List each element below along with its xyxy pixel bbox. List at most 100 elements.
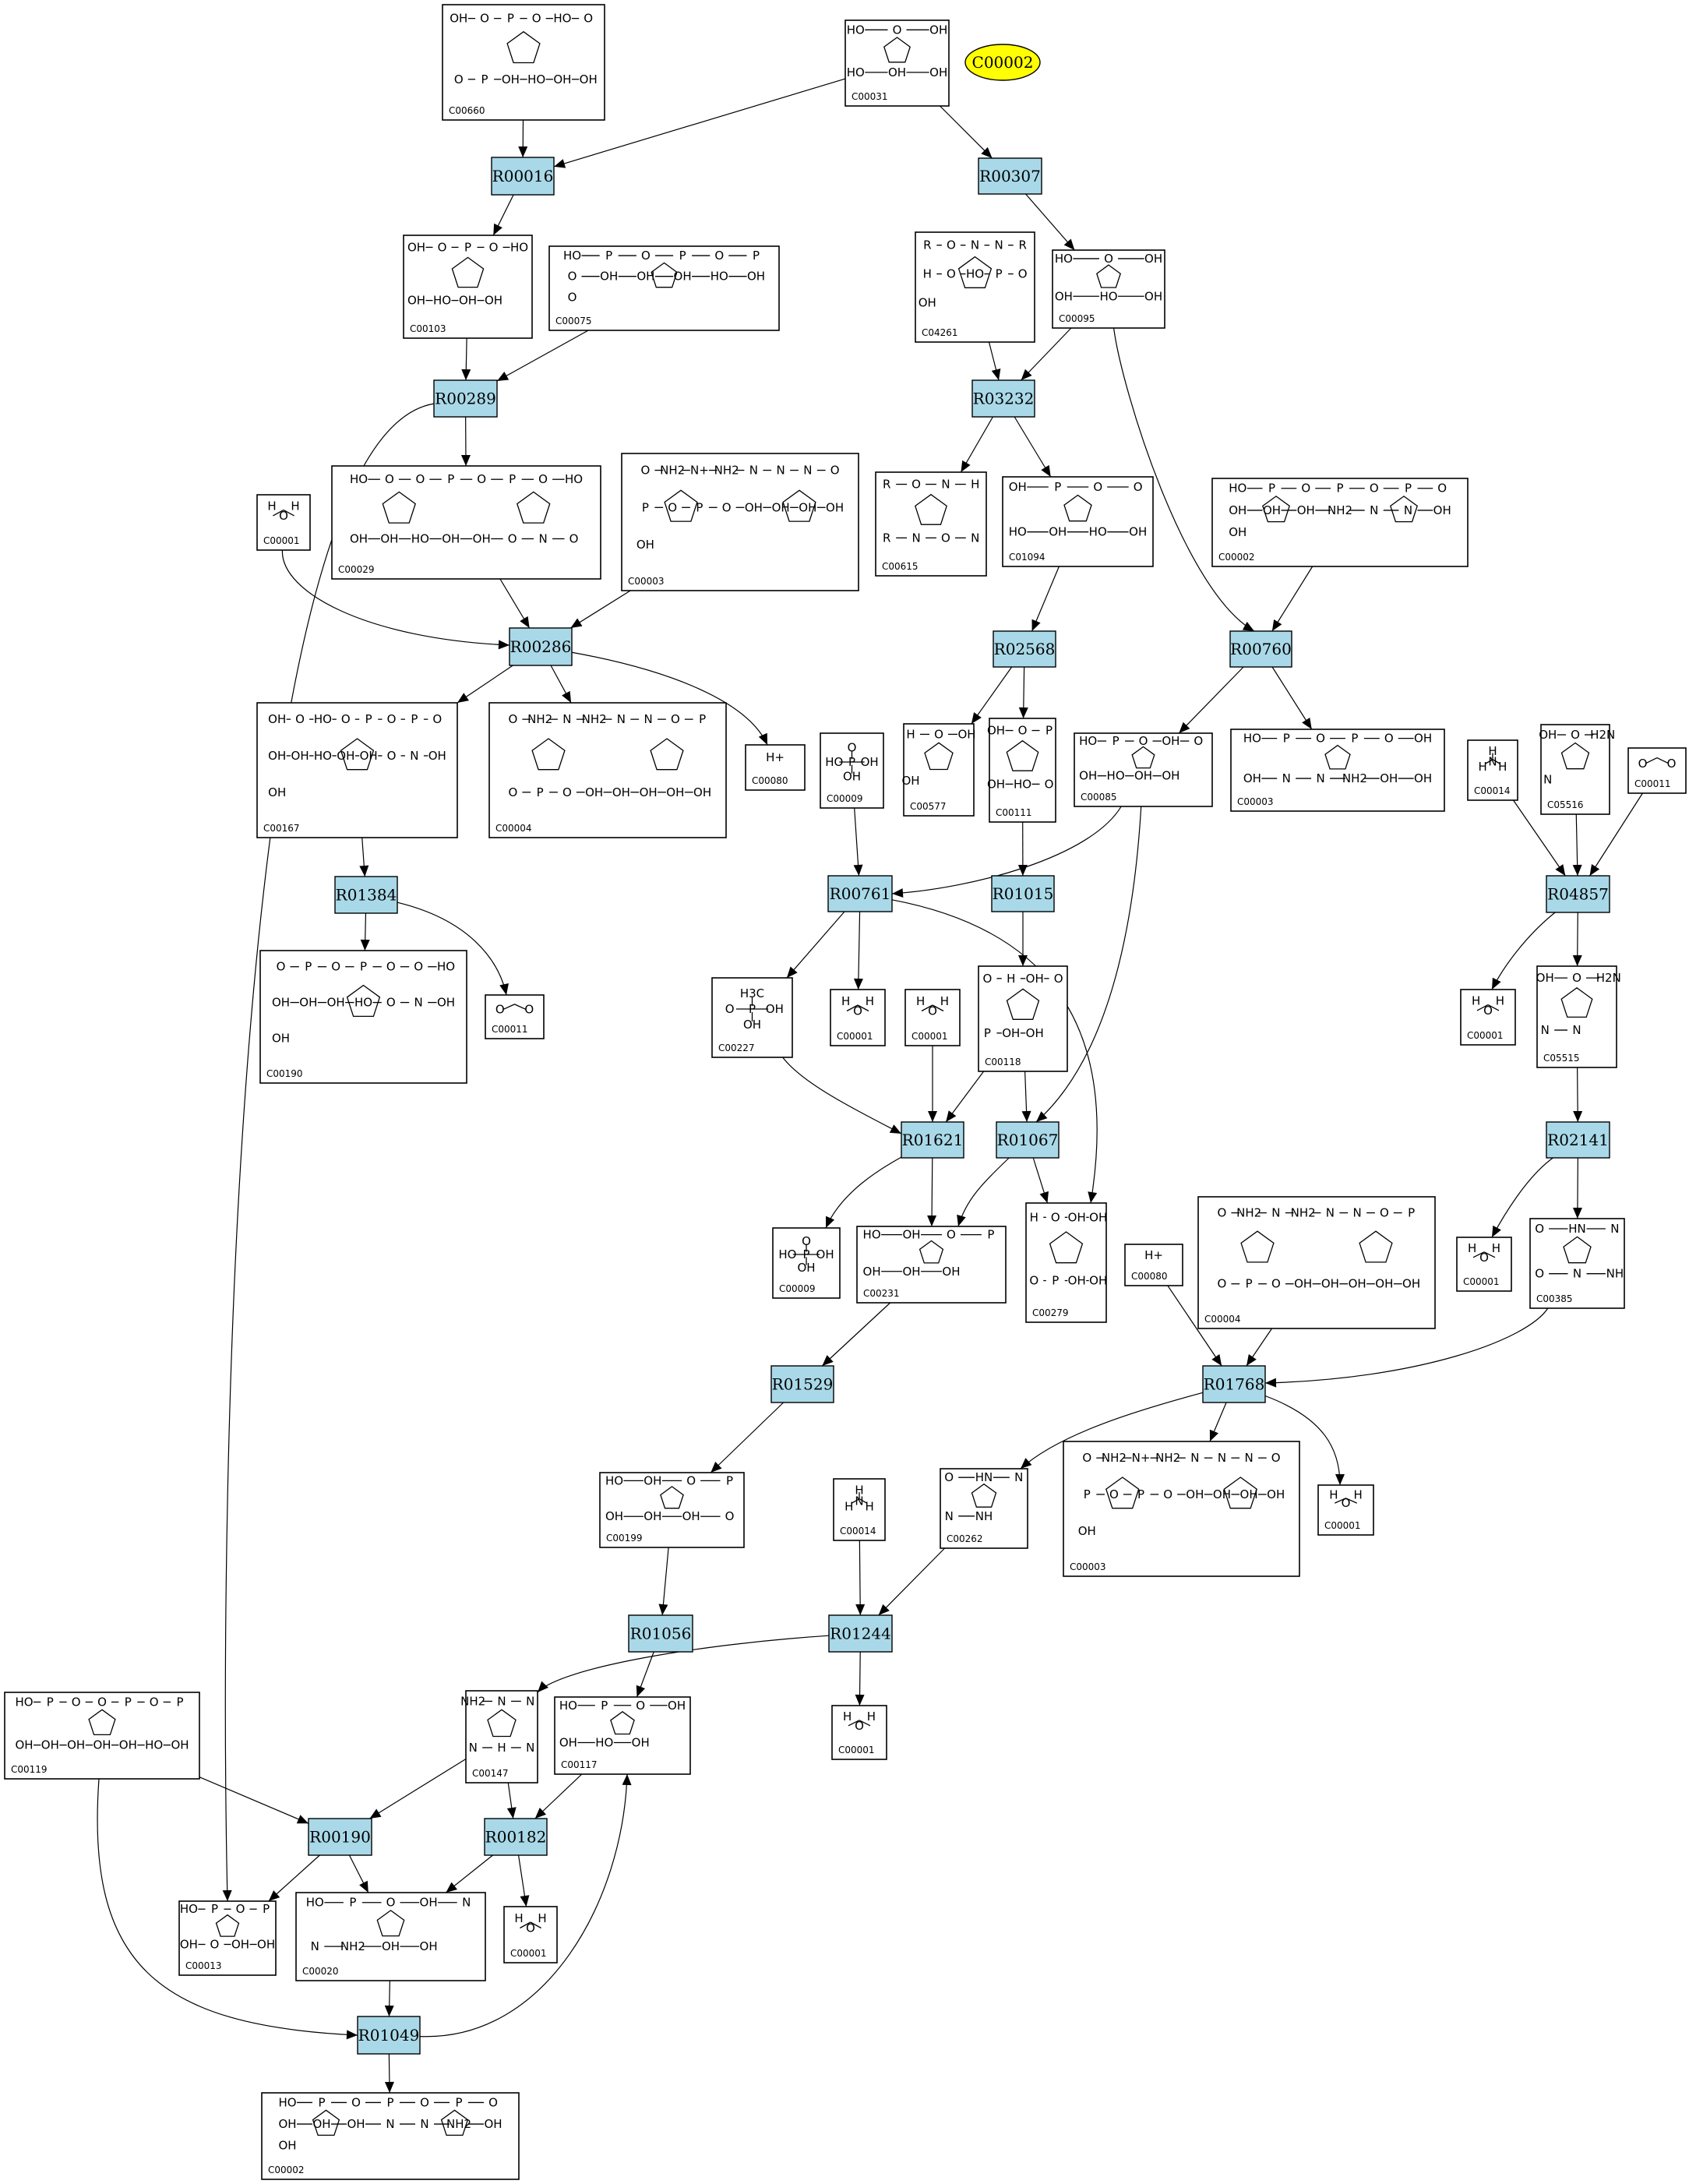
reaction-box[interactable] (901, 1121, 964, 1159)
compound-box[interactable] (1211, 478, 1469, 567)
reaction-box[interactable] (770, 1365, 834, 1403)
compound-box[interactable] (1063, 1441, 1300, 1577)
reaction-box[interactable] (828, 1614, 893, 1653)
reaction-box[interactable] (971, 379, 1035, 418)
compound-box[interactable] (485, 994, 545, 1039)
compound-box[interactable] (1627, 747, 1687, 794)
reaction-box[interactable] (1546, 875, 1610, 913)
reaction-r02568[interactable]: R02568 (993, 630, 1056, 668)
reaction-r00190[interactable]: R00190 (308, 1818, 372, 1856)
compound-box[interactable] (830, 989, 886, 1046)
highlight-ellipse[interactable] (964, 44, 1041, 81)
reaction-r01015[interactable]: R01015 (991, 875, 1055, 912)
reaction-r00760[interactable]: R00760 (1229, 630, 1292, 668)
compound-box[interactable] (256, 702, 458, 838)
compound-box[interactable] (833, 1478, 886, 1541)
reaction-box[interactable] (357, 2016, 421, 2055)
compound-box[interactable] (1460, 989, 1516, 1046)
reaction-box[interactable] (978, 157, 1042, 195)
compound-box[interactable] (1467, 739, 1518, 801)
compound-box[interactable] (1124, 1244, 1183, 1286)
reaction-r01067[interactable]: R01067 (996, 1121, 1060, 1159)
compound-box[interactable] (1074, 732, 1213, 807)
compound-box[interactable] (1002, 476, 1154, 567)
reaction-box[interactable] (993, 630, 1056, 668)
reaction-box[interactable] (308, 1818, 372, 1856)
compound-c00080[interactable]: H+C00080 (1124, 1244, 1183, 1286)
compound-box[interactable] (4, 1692, 200, 1780)
reaction-r00289[interactable]: R00289 (433, 379, 498, 418)
reaction-r01384[interactable]: R01384 (334, 876, 398, 914)
compound-box[interactable] (989, 718, 1056, 823)
compound-box[interactable] (745, 744, 806, 791)
highlight-legend[interactable]: C00002 (964, 44, 1041, 81)
compound-box[interactable] (178, 1900, 277, 1976)
reaction-r01049[interactable]: R01049 (357, 2016, 421, 2055)
reaction-box[interactable] (628, 1614, 693, 1653)
reaction-box[interactable] (1229, 630, 1292, 668)
reaction-box[interactable] (334, 876, 398, 914)
reaction-r00016[interactable]: R00016 (491, 157, 555, 196)
compound-box[interactable] (875, 471, 987, 577)
reaction-r03232[interactable]: R03232 (971, 379, 1035, 418)
compound-box[interactable] (488, 702, 727, 838)
compound-box[interactable] (904, 989, 961, 1046)
compound-box[interactable] (915, 231, 1035, 343)
compound-box[interactable] (1197, 1196, 1436, 1329)
compound-box[interactable] (1540, 724, 1610, 815)
reaction-r01621[interactable]: R01621 (901, 1121, 964, 1159)
reaction-r01768[interactable]: R01768 (1202, 1365, 1266, 1403)
compound-box[interactable] (331, 465, 601, 580)
compound-box[interactable] (256, 494, 311, 551)
compound-box[interactable] (261, 2092, 520, 2180)
reaction-box[interactable] (991, 875, 1055, 912)
compound-box[interactable] (295, 1892, 486, 1981)
reaction-box[interactable] (827, 875, 893, 912)
reaction-r01244[interactable]: R01244 (828, 1614, 893, 1653)
reaction-box[interactable] (1202, 1365, 1266, 1403)
compound-box[interactable] (1230, 729, 1445, 812)
reaction-r00761[interactable]: R00761 (827, 875, 893, 912)
reaction-r00286[interactable]: R00286 (509, 627, 573, 666)
compound-box[interactable] (1052, 249, 1165, 329)
reaction-box[interactable] (996, 1121, 1060, 1159)
reaction-box[interactable] (484, 1818, 548, 1856)
compound-box[interactable] (503, 1906, 558, 1963)
reaction-r02141[interactable]: R02141 (1546, 1121, 1610, 1159)
compound-box[interactable] (940, 1468, 1028, 1549)
reaction-box[interactable] (1546, 1121, 1610, 1159)
compound-box[interactable] (548, 245, 780, 331)
compound-c00080[interactable]: H+C00080 (745, 744, 806, 791)
compound-box[interactable] (856, 1226, 1007, 1304)
